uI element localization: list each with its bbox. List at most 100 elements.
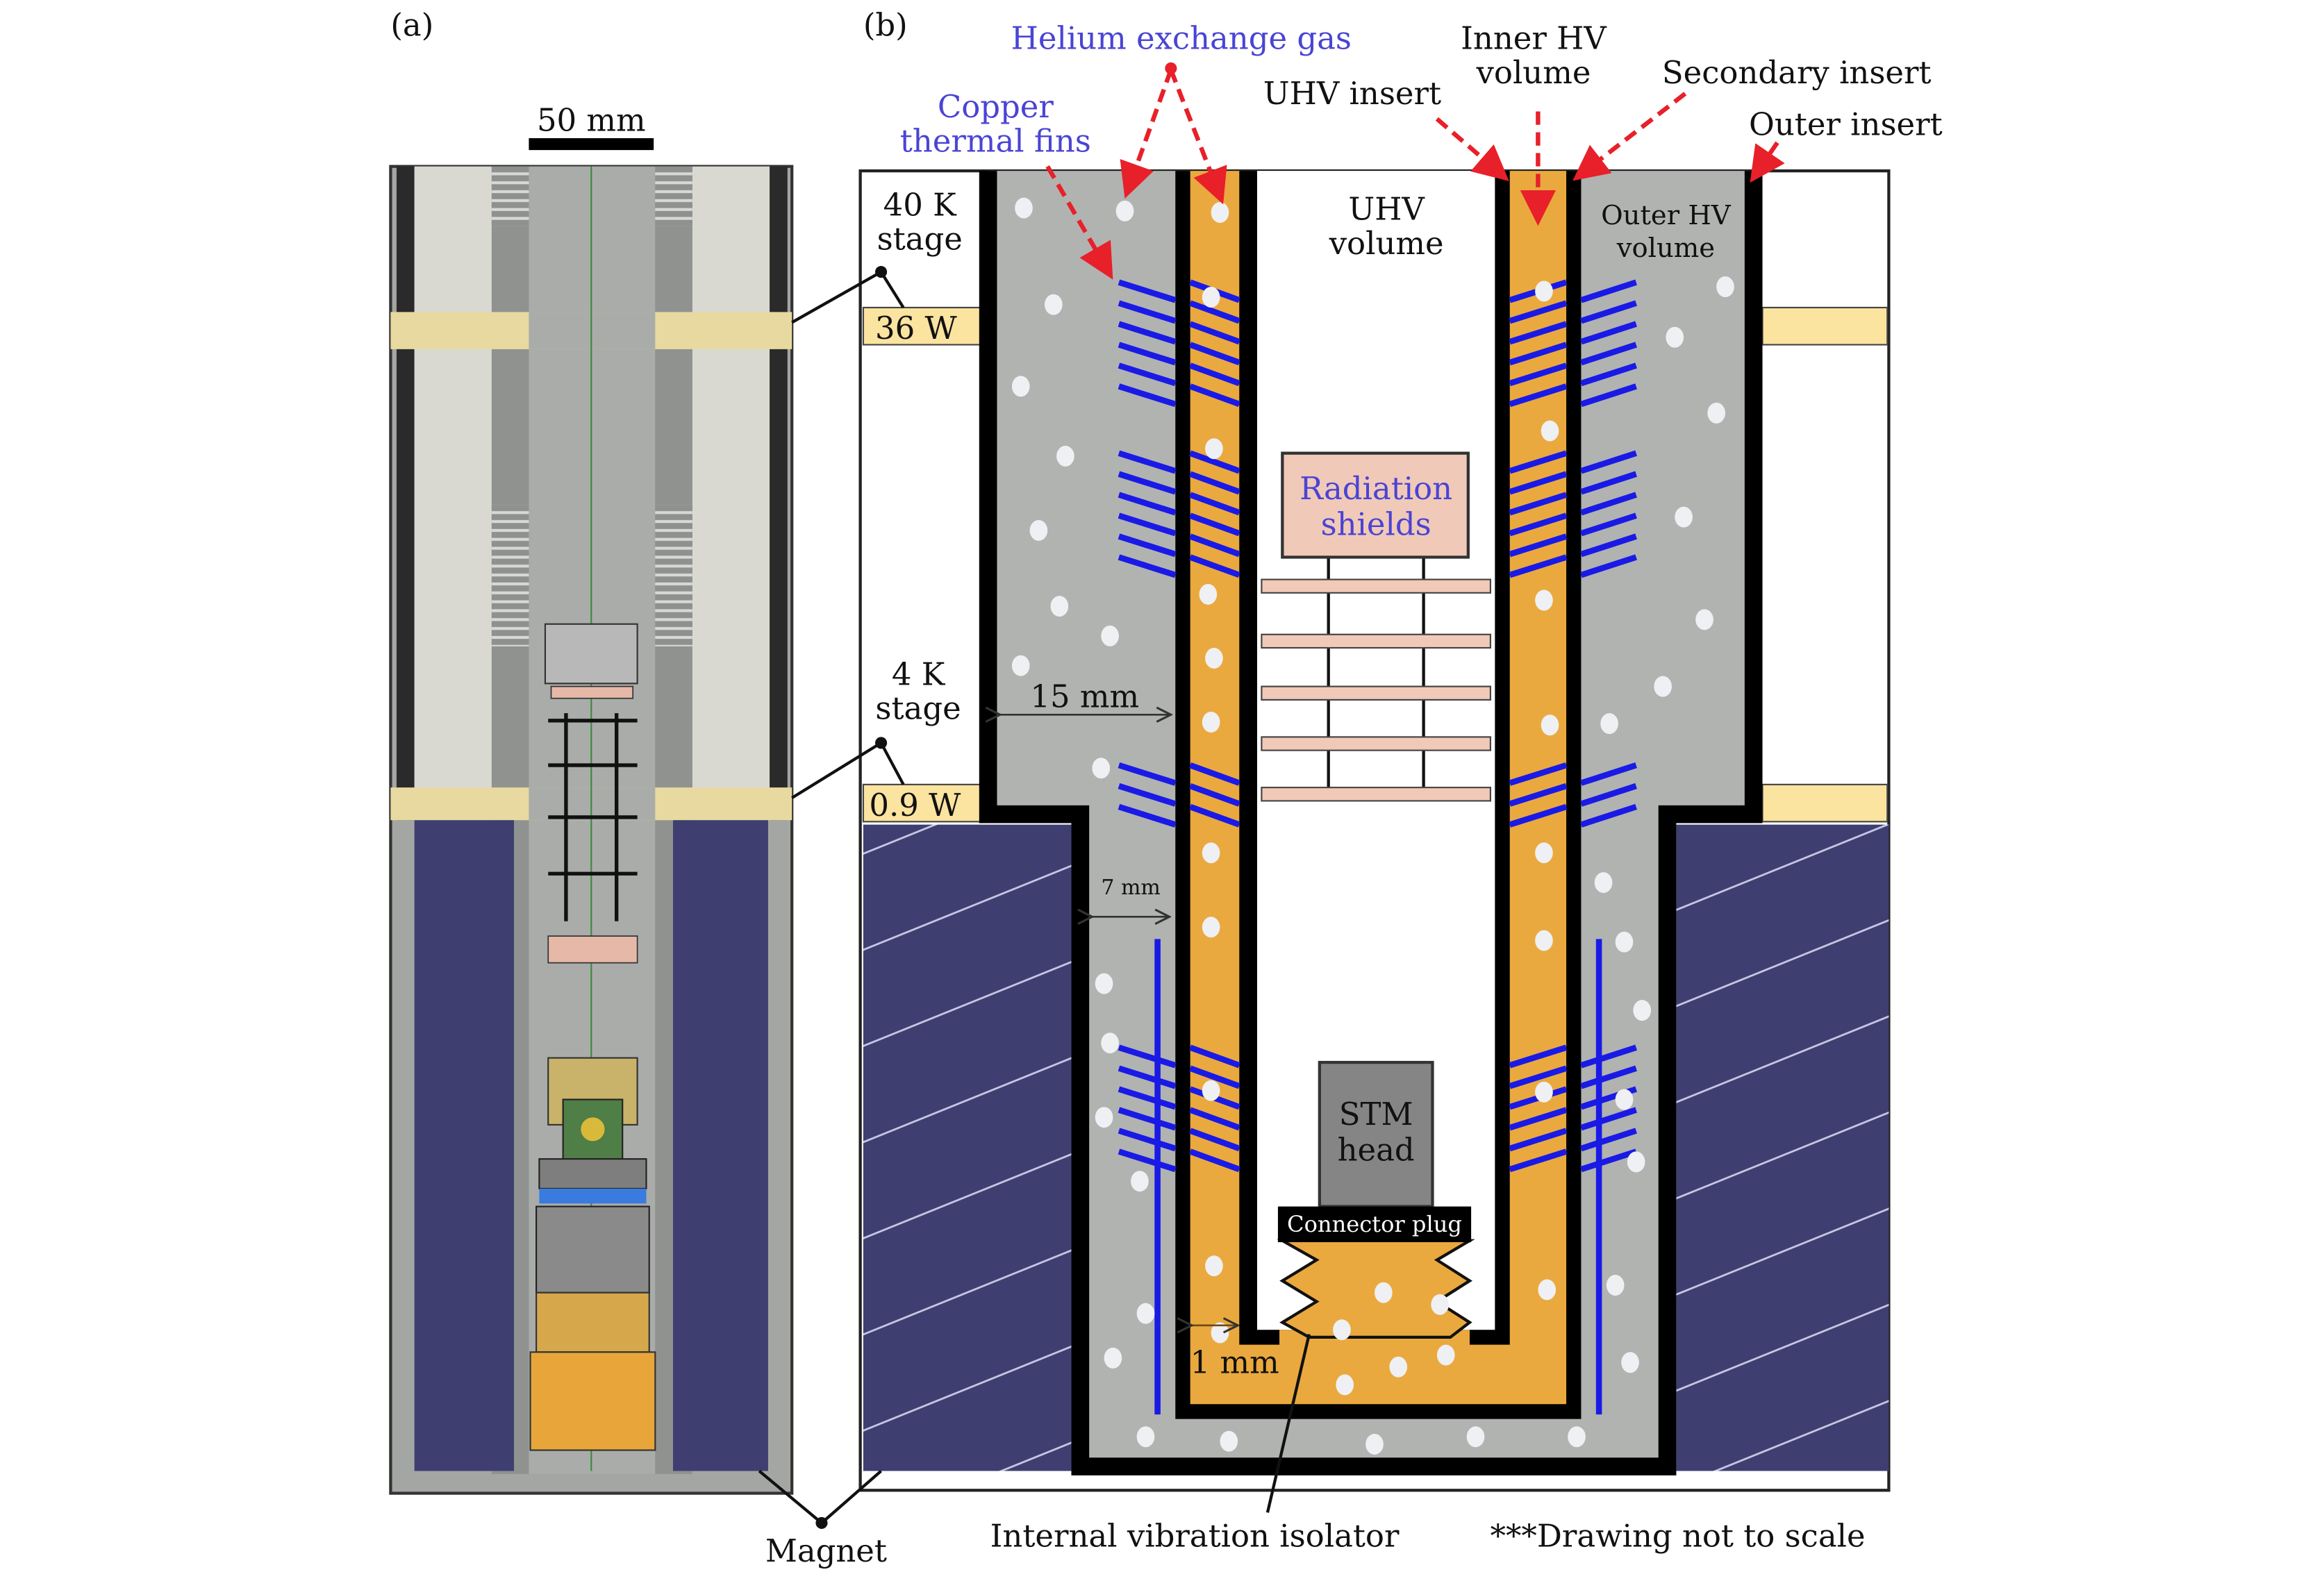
fin <box>1189 321 1240 345</box>
outer-hv-label-2: volume <box>1616 233 1715 264</box>
fin <box>1118 321 1177 345</box>
fin <box>1509 803 1568 828</box>
magnet-right <box>1676 824 1889 1471</box>
fin <box>1118 362 1177 387</box>
gas-bubble <box>1535 930 1553 951</box>
fin <box>1118 1128 1177 1152</box>
fin <box>1118 512 1177 537</box>
fin <box>1118 300 1177 324</box>
panel-b-label: (b) <box>863 6 908 43</box>
gas-bubble <box>1375 1282 1393 1303</box>
fin <box>1118 1107 1177 1131</box>
inner-hv-label-2: volume <box>1476 54 1591 91</box>
fin <box>1189 1128 1240 1152</box>
gas-bubble <box>1095 973 1113 994</box>
gas-bubble <box>1092 758 1111 779</box>
fin <box>1189 1107 1240 1131</box>
fin <box>1509 762 1568 786</box>
vibration-isolator-label: Internal vibration isolator <box>990 1518 1400 1555</box>
fin <box>1509 383 1568 408</box>
stage-4k-band-right <box>1761 783 1889 823</box>
fin <box>1580 512 1637 537</box>
fin <box>1118 1065 1177 1089</box>
gas-bubble <box>1538 1279 1557 1301</box>
fin <box>1580 383 1637 408</box>
stage-4k-label-1: 4 K <box>892 655 946 692</box>
stage-4k-band-left <box>862 783 983 823</box>
fin <box>1580 803 1637 828</box>
fin <box>1509 471 1568 495</box>
gas-bubble <box>1633 1000 1652 1021</box>
stm-head-label-2: head <box>1338 1131 1415 1168</box>
uhv-insert-label: UHV insert <box>1263 75 1441 112</box>
scale-bar-label: 50 mm <box>537 101 646 138</box>
magnet-label: Magnet <box>765 1532 887 1569</box>
gas-bubble <box>1115 200 1134 221</box>
gas-bubble <box>1535 842 1553 864</box>
gas-bubble <box>1101 1032 1119 1054</box>
stage-4k-label-2: stage <box>875 690 961 727</box>
radiation-shields-label-2: shields <box>1321 505 1431 542</box>
fin <box>1509 533 1568 558</box>
fin <box>1509 783 1568 807</box>
exchange-gas-bubbles <box>1011 197 1734 1455</box>
panel-a-cad-model <box>389 165 794 1495</box>
fin <box>1580 1128 1637 1152</box>
fin <box>1580 533 1637 558</box>
gas-bubble <box>1029 519 1048 541</box>
radiation-shields <box>1261 451 1491 802</box>
fin <box>1580 321 1637 345</box>
fin <box>1189 471 1240 495</box>
stage-40k-band-right <box>1761 306 1889 346</box>
gas-bubble <box>1131 1171 1149 1192</box>
outer-insert-label: Outer insert <box>1749 106 1943 143</box>
fin <box>1189 762 1240 786</box>
fin <box>1580 471 1637 495</box>
fin <box>1580 762 1637 786</box>
fin <box>1189 383 1240 408</box>
connector-plug <box>1277 1206 1472 1242</box>
fin <box>1509 321 1568 345</box>
fin <box>1580 1107 1637 1131</box>
fin <box>1509 342 1568 366</box>
fin <box>1509 512 1568 537</box>
fin <box>1580 783 1637 807</box>
gas-bubble <box>1101 625 1119 646</box>
stm-head <box>1318 1060 1434 1208</box>
fin <box>1580 554 1637 578</box>
gas-bubble <box>1541 714 1559 736</box>
gas-bubble <box>1707 402 1726 424</box>
dim-15mm-label: 15 mm <box>1030 678 1139 715</box>
helium-exchange-gas-label: Helium exchange gas <box>1011 20 1352 57</box>
copper-thermal-fins <box>1118 279 1637 1173</box>
gas-bubble <box>1535 281 1553 302</box>
gas-bubble <box>1202 712 1220 733</box>
stage-40k-label-1: 40 K <box>883 186 957 223</box>
gas-bubble <box>1136 1426 1155 1448</box>
gas-bubble <box>1675 506 1693 528</box>
gas-bubble <box>1205 438 1223 460</box>
stage-40k-label-2: stage <box>877 221 963 258</box>
gas-bubble <box>1666 326 1684 348</box>
gas-bubble <box>1015 197 1033 219</box>
fin <box>1509 1044 1568 1069</box>
fin <box>1189 803 1240 828</box>
fin <box>1580 1044 1637 1069</box>
stm-head-label-1: STM <box>1339 1096 1413 1132</box>
gas-bubble <box>1056 445 1074 467</box>
fin <box>1580 279 1637 303</box>
fin <box>1118 533 1177 558</box>
copper-fins-label-1: Copper <box>938 88 1054 125</box>
gas-bubble <box>1011 376 1030 397</box>
gas-bubble <box>1104 1347 1122 1369</box>
fin <box>1509 554 1568 578</box>
fin <box>1509 362 1568 387</box>
gas-bubble <box>1205 1255 1223 1277</box>
power-4k-label: 0.9 W <box>869 787 961 823</box>
fin <box>1118 342 1177 366</box>
uhv-volume-label-2: volume <box>1329 225 1444 262</box>
fin <box>1118 1148 1177 1173</box>
fin <box>1118 471 1177 495</box>
fin <box>1118 783 1177 807</box>
